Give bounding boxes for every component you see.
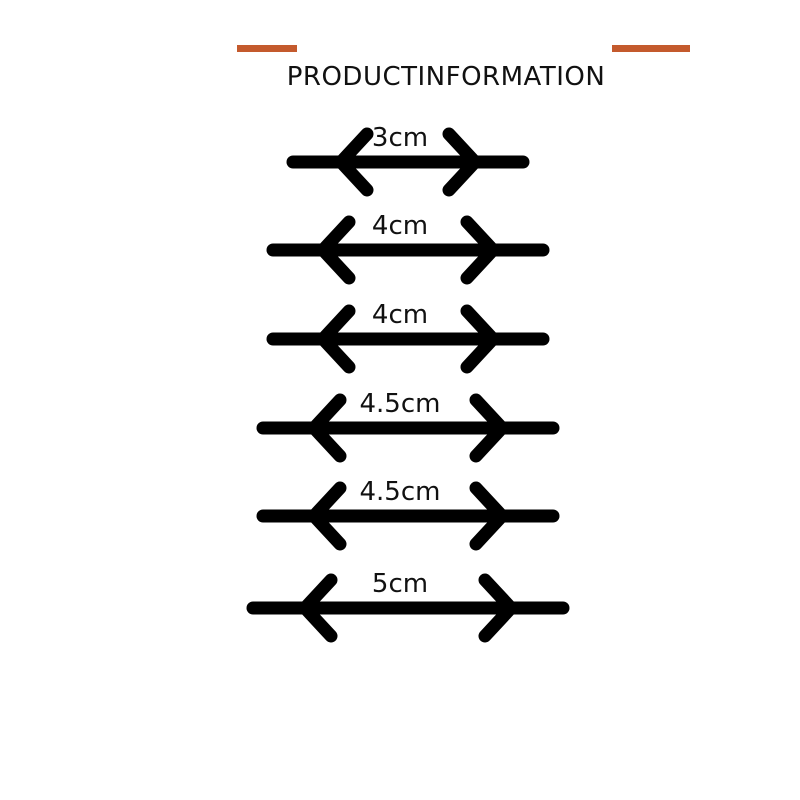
accent-bar-right <box>612 45 690 52</box>
arrow-left-icon <box>316 215 356 285</box>
strap-row: 3cm <box>0 123 800 215</box>
strap-length-label: 3cm <box>371 123 429 153</box>
arrow-right-icon <box>460 304 500 374</box>
strap-row: 4cm <box>0 211 800 303</box>
strap-shape <box>266 215 550 285</box>
arrow-left-icon <box>316 304 356 374</box>
strap-row: 4cm <box>0 300 800 392</box>
arrow-right-icon <box>469 393 509 463</box>
strap-row: 4.5cm <box>0 389 800 481</box>
arrow-left-icon <box>334 127 374 197</box>
strap-shape <box>266 304 550 374</box>
arrow-right-icon <box>442 127 482 197</box>
arrow-left-icon <box>307 481 347 551</box>
accent-bar-left <box>237 45 297 52</box>
arrow-left-icon <box>307 393 347 463</box>
strap-shape <box>246 573 570 643</box>
strap-shape <box>256 481 560 551</box>
strap-length-label: 5cm <box>371 569 429 599</box>
arrow-right-icon <box>469 481 509 551</box>
arrow-right-icon <box>460 215 500 285</box>
strap-length-label: 4cm <box>371 300 429 330</box>
strap-length-label: 4cm <box>371 211 429 241</box>
strap-row: 4.5cm <box>0 477 800 569</box>
strap-length-label: 4.5cm <box>359 477 441 507</box>
strap-shape <box>256 393 560 463</box>
page-title: PRODUCTINFORMATION <box>286 62 606 92</box>
strap-row: 5cm <box>0 569 800 661</box>
arrow-left-icon <box>298 573 338 643</box>
arrow-right-icon <box>478 573 518 643</box>
strap-shape <box>286 127 530 197</box>
strap-length-label: 4.5cm <box>359 389 441 419</box>
